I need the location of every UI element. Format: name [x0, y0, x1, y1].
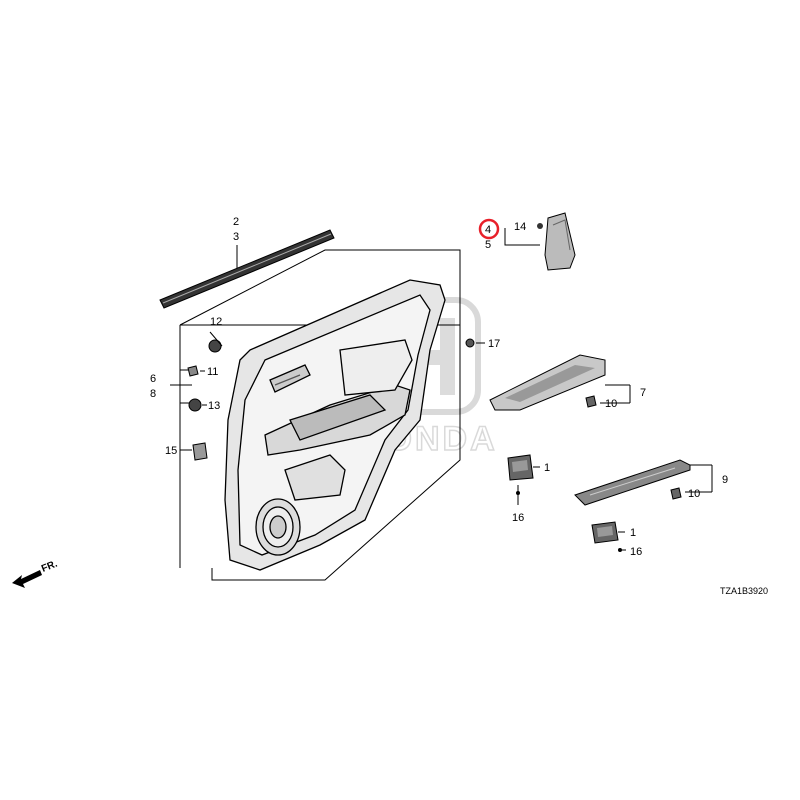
callout-12: 12 — [210, 316, 222, 328]
switch-panel-7-part — [489, 354, 631, 411]
clip-12-part — [208, 339, 222, 353]
callout-1b: 1 — [630, 527, 636, 539]
power-window-switch-1-part — [507, 454, 534, 505]
leader-lines — [180, 331, 626, 551]
callout-16a: 16 — [512, 512, 524, 524]
direction-label: FR. — [40, 558, 59, 574]
callout-6: 6 — [150, 373, 156, 385]
callout-10b: 10 — [688, 488, 700, 500]
callout-9: 9 — [722, 474, 728, 486]
callout-4: 4 — [485, 224, 491, 236]
callout-7: 7 — [640, 387, 646, 399]
garnish-4-5-part — [504, 212, 576, 271]
callout-3: 3 — [233, 231, 239, 243]
weatherstrip-part — [159, 229, 335, 309]
callout-13: 13 — [208, 400, 220, 412]
callout-16b: 16 — [630, 546, 642, 558]
callout-14: 14 — [514, 221, 526, 233]
callout-17: 17 — [488, 338, 500, 350]
callout-15: 15 — [165, 445, 177, 457]
diagram-code: TZA1B3920 — [720, 586, 768, 596]
callout-11: 11 — [207, 366, 218, 378]
highlight-ring-4 — [478, 218, 500, 240]
armrest-trim-9-part — [574, 459, 713, 506]
screw-17-part — [465, 338, 475, 348]
callout-10a: 10 — [605, 398, 617, 410]
power-window-switch-1b-part — [591, 521, 622, 552]
clip-11-part — [187, 365, 199, 377]
callout-2: 2 — [233, 216, 239, 228]
callout-1a: 1 — [544, 462, 550, 474]
callout-8: 8 — [150, 388, 156, 400]
bracket-15-part — [192, 442, 208, 461]
front-direction-arrow-icon: FR. — [12, 558, 59, 588]
door-lining-panel — [224, 279, 446, 571]
callout-5: 5 — [485, 239, 491, 251]
clip-13-part — [188, 398, 202, 412]
